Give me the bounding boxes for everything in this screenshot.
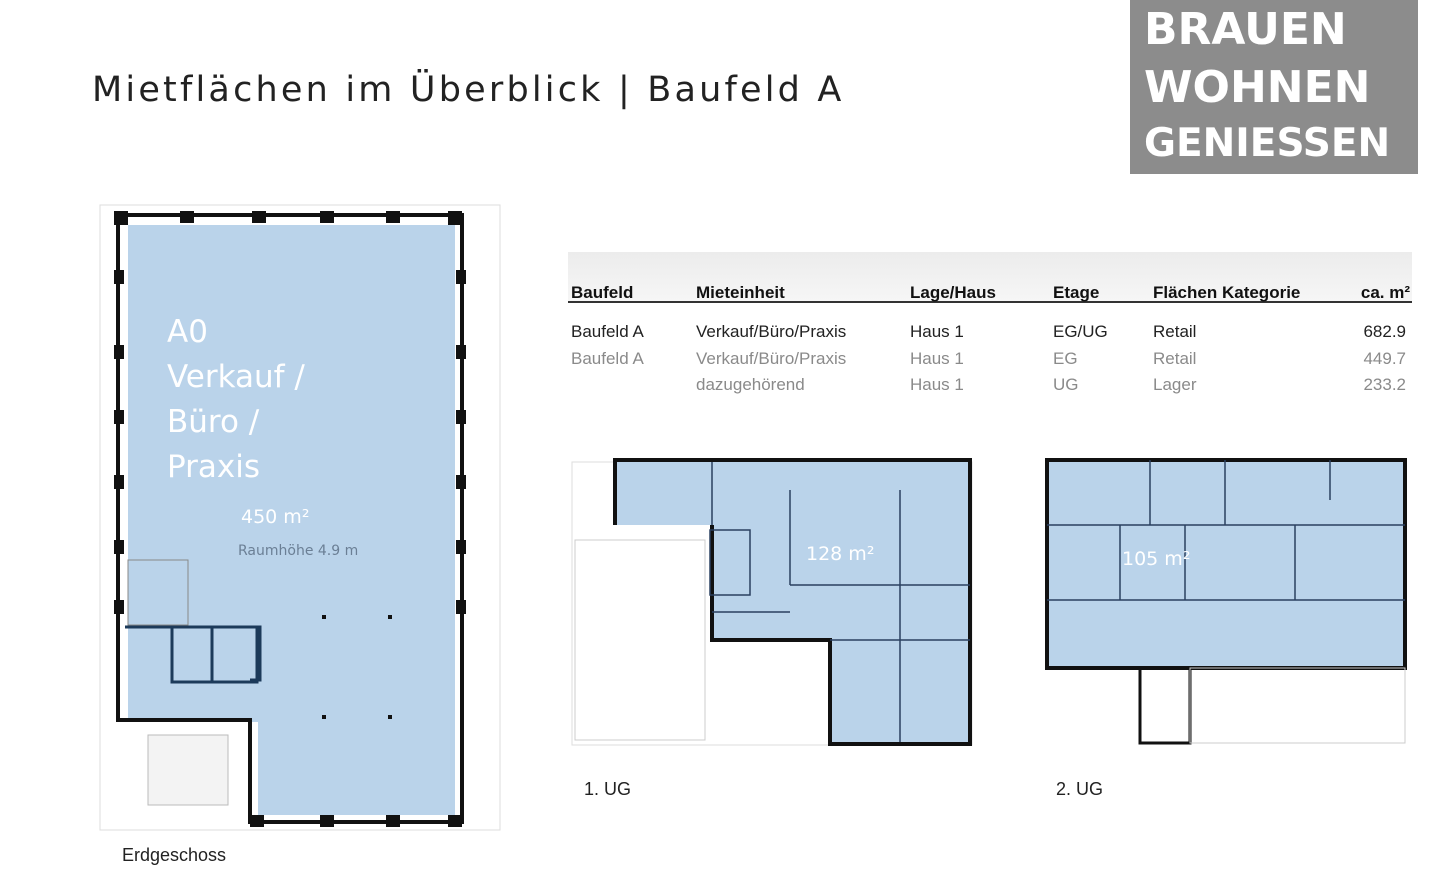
header-lage: Lage/Haus [910,283,996,302]
cell: Retail [1153,322,1197,341]
cell: Haus 1 [910,349,964,368]
cell: Verkauf/Büro/Praxis [696,349,847,368]
floor-plan-ug1 [571,458,973,746]
cell: dazugehörend [696,375,805,394]
cell: Haus 1 [910,375,964,394]
floor-plan-eg [99,204,501,831]
unit-use-line: Praxis [167,449,260,485]
logo-line: BRAUEN [1144,4,1347,55]
header-baufeld: Baufeld [571,283,634,302]
header-etage: Etage [1053,283,1100,302]
ug1-label: 1. UG [584,779,632,799]
table-header-band [568,252,1412,302]
page-title: Mietflächen im Überblick | Baufeld A [92,70,845,110]
cell: Retail [1153,349,1197,368]
table-header-rule [568,301,1412,303]
cell: Baufeld A [571,322,644,341]
header-kategorie: Flächen Kategorie [1153,283,1301,302]
ug2-area: 105 m² [1122,548,1191,570]
ug2-label: 2. UG [1056,779,1104,799]
header-mieteinheit: Mieteinheit [696,283,785,302]
header-area: ca. m² [1360,283,1410,302]
logo-line: WOHNEN [1144,62,1371,113]
cell: UG [1053,375,1079,394]
eg-label: Erdgeschoss [122,845,227,865]
brand-logo: BRAUEN WOHNEN GENIESSEN [1130,0,1418,174]
floor-plan-ug2 [1045,458,1407,745]
cell: 682.9 [1363,322,1406,341]
cell: Lager [1153,375,1197,394]
eg-area: 450 m² [241,506,310,528]
cell: Verkauf/Büro/Praxis [696,322,847,341]
cell: 233.2 [1363,375,1406,394]
logo-line: GENIESSEN [1144,121,1391,166]
cell: Baufeld A [571,349,644,368]
unit-use-line: Verkauf / [167,359,305,395]
cell: EG [1053,349,1078,368]
unit-id: A0 [167,314,208,350]
unit-use-line: Büro / [167,404,260,440]
cell: Haus 1 [910,322,964,341]
ug1-area: 128 m² [806,543,875,565]
cell: EG/UG [1053,322,1108,341]
cell: 449.7 [1363,349,1406,368]
eg-room-height: Raumhöhe 4.9 m [238,543,359,559]
